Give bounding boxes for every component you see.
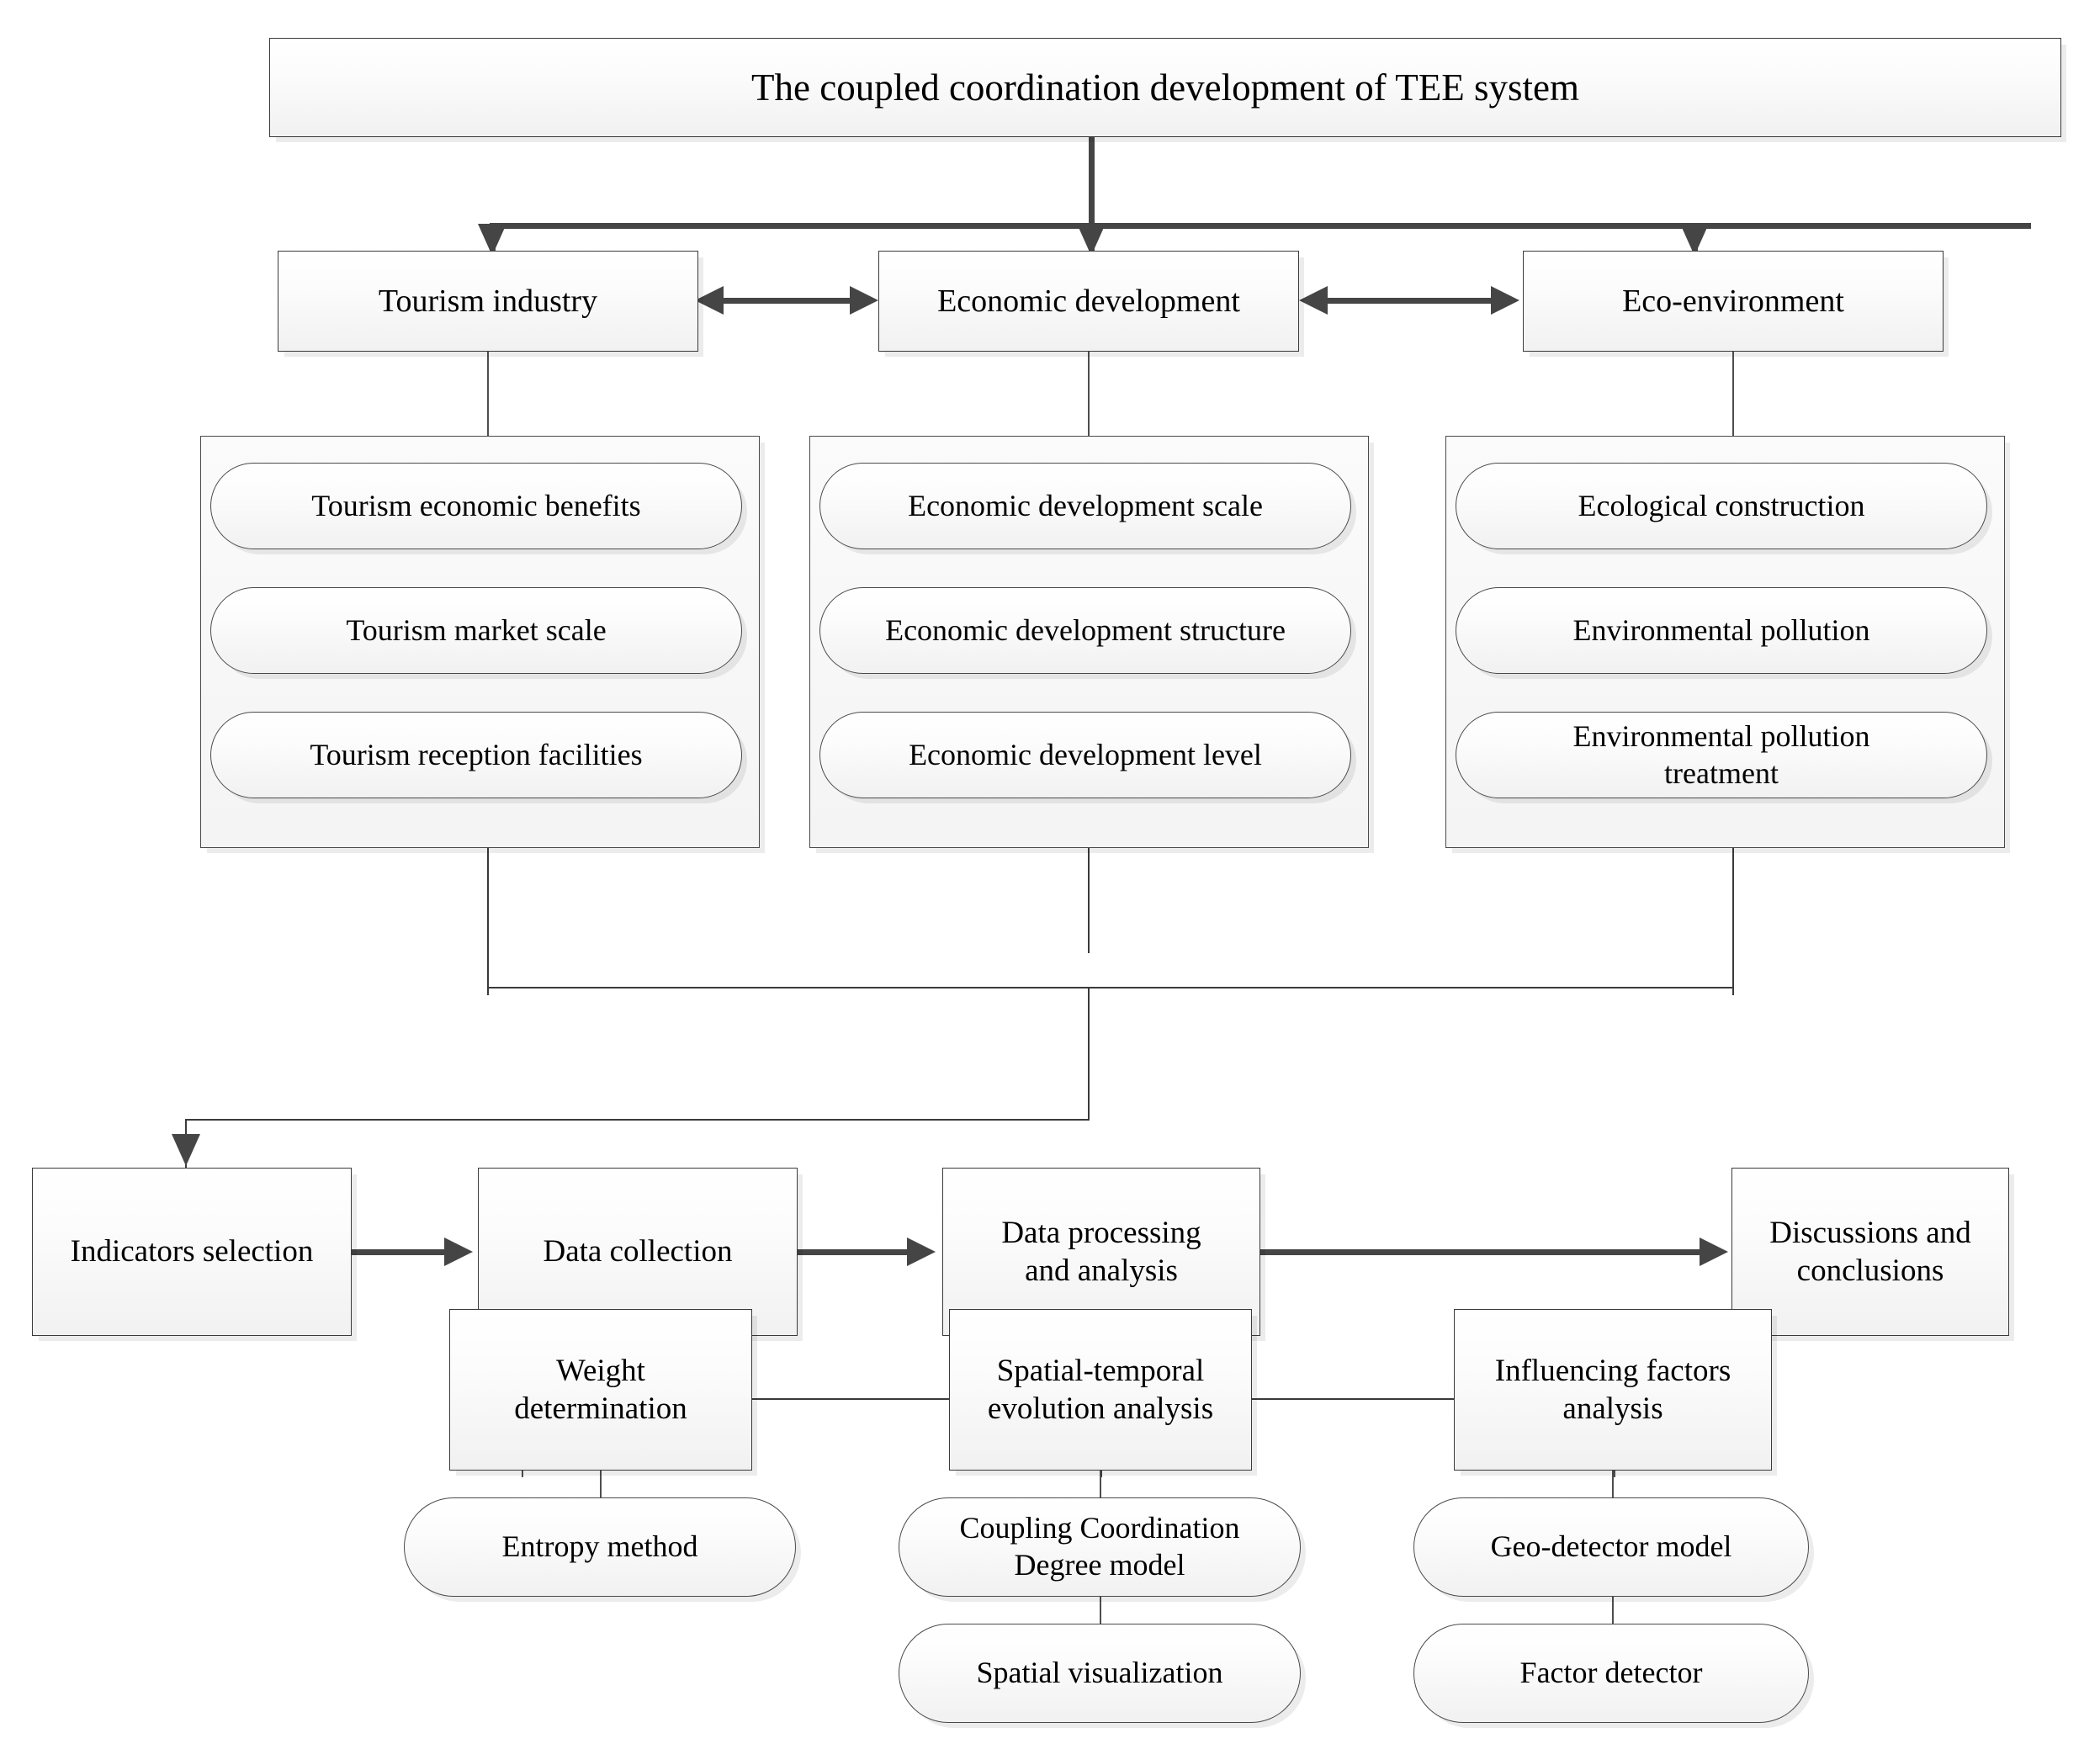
connector-economic-to-panel [1088,352,1090,438]
node-method-spatial-visualization-label: Spatial visualization [976,1656,1223,1690]
node-system-eco: Eco-environment [1523,251,1944,352]
node-dimension-tourism-1-label: Tourism market scale [346,612,607,647]
arrowhead-tourism-to-economic [850,286,878,315]
connector-panel1-drop [487,848,490,995]
node-dimension-tourism-0: Tourism economic benefits [210,463,742,549]
node-analysis-influencing-factors: Influencing factors analysis [1454,1309,1772,1471]
arrowhead-economic-to-eco [1491,286,1519,315]
node-workflow-discussions-conclusions-label: Discussions and conclusions [1769,1215,1971,1288]
connector-indicators-to-collection [352,1249,448,1255]
connector-geodetector-to-factor-detector [1612,1597,1614,1649]
connector-title-stem [1089,137,1095,228]
node-workflow-data-collection: Data collection [478,1168,798,1336]
node-dimension-economic-2: Economic development level [819,712,1351,798]
connector-tourism-economic [724,298,853,304]
connector-processing-to-discussions [1260,1249,1703,1255]
arrowhead-eco-to-economic [1299,286,1328,315]
node-analysis-weight-determination: Weight determination [449,1309,752,1471]
connector-factors-to-geodetector [1612,1471,1614,1523]
arrowhead-into-indicators [172,1134,200,1166]
node-dimension-tourism-0-label: Tourism economic benefits [311,488,641,522]
node-dimension-eco-1: Environmental pollution [1456,587,1987,674]
node-dimension-eco-2: Environmental pollution treatment [1456,712,1987,798]
connector-merge-to-indicators [185,1119,1090,1121]
node-dimension-eco-0: Ecological construction [1456,463,1987,549]
arrowhead-title-to-tourism [478,224,506,256]
node-dimension-economic-2-label: Economic development level [909,737,1262,771]
node-system-economic: Economic development [878,251,1299,352]
node-method-coupling-coordination-degree: Coupling Coordination Degree model [899,1497,1301,1597]
node-dimension-economic-1: Economic development structure [819,587,1351,674]
node-dimension-eco-2-label: Environmental pollution treatment [1572,718,1870,790]
node-analysis-spatial-temporal-label: Spatial-temporal evolution analysis [987,1353,1214,1426]
node-workflow-discussions-conclusions: Discussions and conclusions [1731,1168,2009,1336]
arrowhead-processing-to-discussions [1700,1238,1728,1266]
connector-panel3-drop [1732,848,1735,995]
connector-eco-to-panel [1732,352,1734,438]
node-system-tourism-label: Tourism industry [378,283,598,319]
connector-weight-to-entropy [600,1471,602,1523]
connector-merge-stem [1088,987,1090,1121]
connector-panels-merge-bar [487,987,1734,989]
node-dimension-tourism-2-label: Tourism reception facilities [310,737,643,771]
node-method-entropy-label: Entropy method [501,1529,698,1564]
node-dimension-eco-1-label: Environmental pollution [1572,612,1870,647]
node-system-eco-label: Eco-environment [1622,283,1844,319]
node-workflow-data-processing: Data processing and analysis [942,1168,1260,1336]
arrowhead-economic-to-tourism [695,286,724,315]
connector-panel2-drop [1088,848,1090,953]
connector-economic-eco [1328,298,1494,304]
node-method-geo-detector: Geo-detector model [1413,1497,1809,1597]
node-title: The coupled coordination development of … [269,38,2061,137]
node-workflow-data-processing-label: Data processing and analysis [1001,1215,1201,1288]
node-dimension-economic-0: Economic development scale [819,463,1351,549]
node-workflow-data-collection-label: Data collection [543,1234,733,1269]
connector-ccd-to-spatial-visualization [1100,1597,1101,1649]
node-system-tourism: Tourism industry [278,251,698,352]
node-dimension-tourism-1: Tourism market scale [210,587,742,674]
arrowhead-indicators-to-collection [444,1238,473,1266]
node-workflow-indicators-selection: Indicators selection [32,1168,352,1336]
node-dimension-eco-0-label: Ecological construction [1578,488,1865,522]
node-dimension-economic-1-label: Economic development structure [885,612,1286,647]
node-system-economic-label: Economic development [937,283,1240,319]
node-method-coupling-coordination-degree-label: Coupling Coordination Degree model [959,1511,1240,1582]
connector-tourism-to-panel [487,352,489,438]
connector-title-distribution-bar [490,223,2031,229]
node-method-geo-detector-label: Geo-detector model [1490,1529,1732,1564]
node-analysis-spatial-temporal: Spatial-temporal evolution analysis [949,1309,1252,1471]
node-analysis-influencing-factors-label: Influencing factors analysis [1494,1353,1731,1426]
node-dimension-economic-0-label: Economic development scale [908,488,1263,522]
node-method-spatial-visualization: Spatial visualization [899,1624,1301,1723]
connector-collection-to-processing [798,1249,910,1255]
node-method-entropy: Entropy method [404,1497,796,1597]
node-workflow-indicators-selection-label: Indicators selection [70,1234,314,1269]
node-analysis-weight-determination-label: Weight determination [514,1353,687,1426]
arrowhead-title-to-eco [1680,224,1709,256]
node-dimension-tourism-2: Tourism reception facilities [210,712,742,798]
node-title-label: The coupled coordination development of … [751,66,1579,109]
arrowhead-title-to-economic [1077,224,1106,256]
connector-spatial-to-ccd [1100,1471,1101,1523]
arrowhead-collection-to-processing [907,1238,936,1266]
node-method-factor-detector: Factor detector [1413,1624,1809,1723]
node-method-factor-detector-label: Factor detector [1519,1656,1703,1690]
